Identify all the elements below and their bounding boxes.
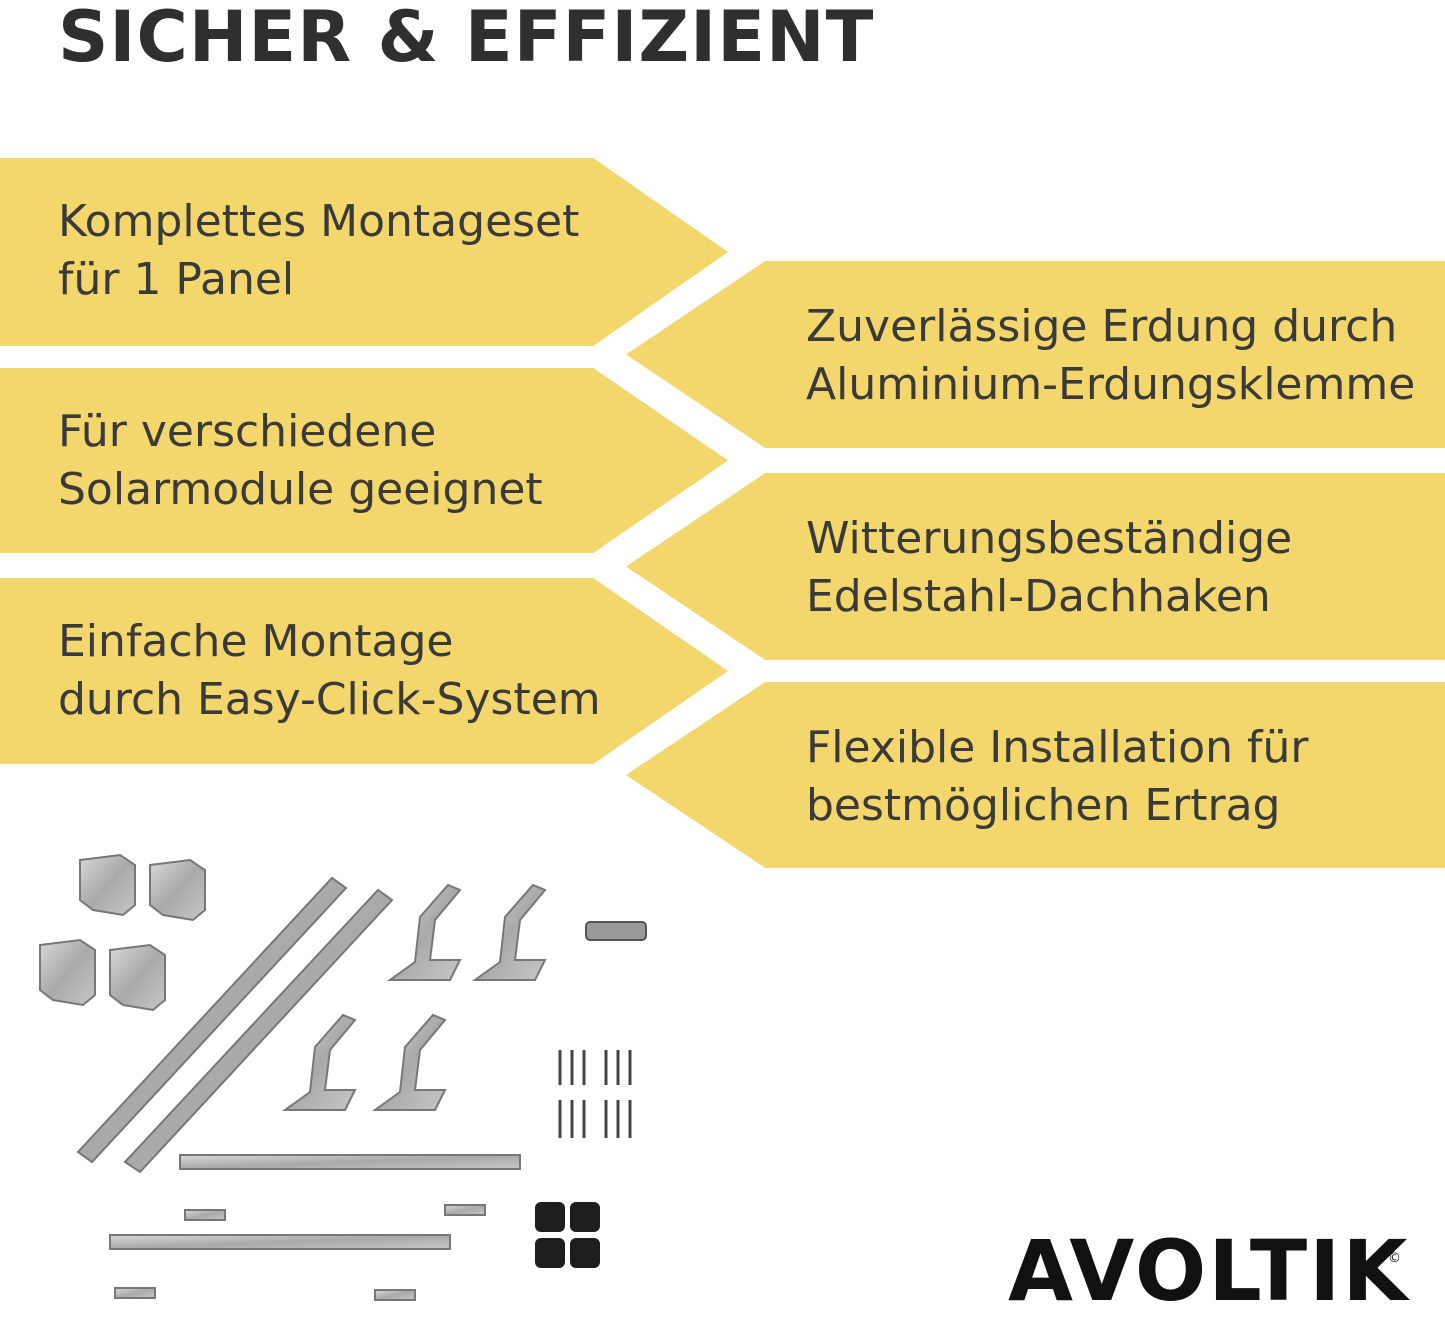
- feature-line: Flexible Installation für: [806, 722, 1309, 773]
- feature-line: Witterungsbeständige: [806, 513, 1293, 564]
- mounting-kit-illustration: [39, 853, 647, 1301]
- brand-logo: AVOLTIK ©: [1008, 1226, 1410, 1316]
- feature-line: für 1 Panel: [58, 254, 295, 305]
- feature-line: bestmöglichen Ertrag: [806, 780, 1281, 831]
- end-cap-icon: [535, 1202, 600, 1268]
- end-clamp-icon: [39, 853, 206, 1012]
- feature-line: Einfache Montage: [58, 616, 454, 667]
- logo-text: AVOLTIK: [1008, 1222, 1410, 1320]
- feature-line: durch Easy-Click-System: [58, 674, 601, 725]
- page-title: SICHER & EFFIZIENT: [58, 0, 875, 78]
- screw-icon: [558, 1050, 632, 1138]
- feature-banner-3: Einfache Montage durch Easy-Click-System: [0, 578, 728, 764]
- feature-banner-1: Komplettes Montageset für 1 Panel: [0, 158, 728, 346]
- feature-line: Solarmodule geeignet: [58, 464, 543, 515]
- roof-hook-icon: [281, 883, 547, 1111]
- feature-line: Komplettes Montageset: [58, 196, 580, 247]
- feature-banner-6: Flexible Installation für bestmöglichen E…: [626, 682, 1445, 868]
- feature-line: Aluminium-Erdungsklemme: [806, 359, 1416, 410]
- feature-line: Für verschiedene: [58, 406, 437, 457]
- copyright-symbol: ©: [1388, 1251, 1403, 1266]
- feature-line: Edelstahl-Dachhaken: [806, 571, 1271, 622]
- feature-line: Zuverlässige Erdung durch: [806, 301, 1398, 352]
- mounting-rail-icon: [76, 876, 394, 1174]
- short-rail-icon: [109, 1154, 521, 1301]
- grounding-clamp-icon: [585, 921, 647, 941]
